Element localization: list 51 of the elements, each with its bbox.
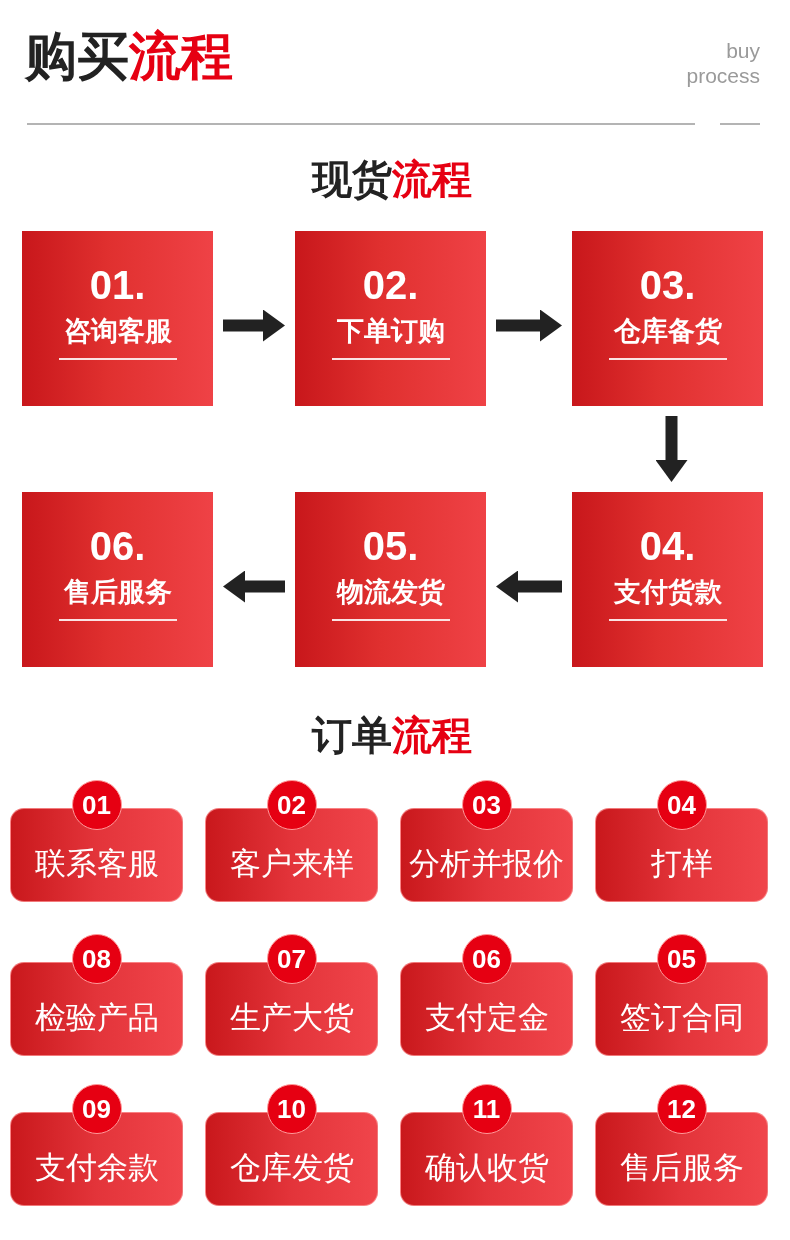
- step-box: [22, 231, 213, 406]
- step-label: 下单订购: [336, 315, 445, 347]
- step-box: [295, 231, 486, 406]
- step-label: 仓库发货: [229, 1150, 354, 1186]
- step-number: 02.: [362, 265, 419, 305]
- step-label: 支付货款: [613, 576, 722, 608]
- step-number-badge: 06: [461, 934, 512, 984]
- step-label: 检验产品: [34, 1000, 159, 1036]
- step-number-badge: 09: [71, 1084, 122, 1134]
- step-number: 06.: [89, 526, 146, 566]
- arrow: [223, 570, 285, 603]
- step-label: 确认收货: [424, 1150, 549, 1186]
- step-label: 物流发货: [336, 576, 445, 608]
- step-label: 售后服务: [619, 1150, 744, 1186]
- step-number-badge: 10: [266, 1084, 317, 1134]
- arrow: [223, 309, 285, 342]
- page-title: 购买流程: [25, 26, 233, 86]
- step-label: 咨询客服: [63, 315, 172, 347]
- step-box: [572, 492, 763, 667]
- step-number-badge: 11: [461, 1084, 512, 1134]
- step-box: [572, 231, 763, 406]
- step-number-badge: 07: [266, 934, 317, 984]
- step-number-badge: 04: [656, 780, 707, 830]
- step-label: 客户来样: [229, 846, 354, 882]
- step-number-badge: 12: [656, 1084, 707, 1134]
- step-number: 03.: [639, 265, 696, 305]
- step-number-badge: 02: [266, 780, 317, 830]
- step-box: [295, 492, 486, 667]
- step-label: 生产大货: [229, 1000, 354, 1036]
- step-number: 04.: [639, 526, 696, 566]
- section-heading: 现货流程: [312, 156, 472, 202]
- arrow: [655, 416, 688, 482]
- step-number-badge: 03: [461, 780, 512, 830]
- subtitle-text: buy process: [685, 38, 760, 88]
- arrow: [496, 309, 562, 342]
- step-number-badge: 05: [656, 934, 707, 984]
- step-box: [22, 492, 213, 667]
- step-number: 01.: [89, 265, 146, 305]
- step-number: 05.: [362, 526, 419, 566]
- step-number-badge: 08: [71, 934, 122, 984]
- step-label: 签订合同: [619, 1000, 744, 1036]
- step-label: 分析并报价: [409, 846, 564, 882]
- arrow: [496, 570, 562, 603]
- step-label: 仓库备货: [613, 315, 722, 347]
- step-label: 支付余款: [34, 1150, 159, 1186]
- step-label: 联系客服: [34, 846, 159, 882]
- step-label: 打样: [650, 846, 713, 882]
- step-label: 支付定金: [424, 1000, 549, 1036]
- step-number-badge: 01: [71, 780, 122, 830]
- section-heading: 订单流程: [312, 712, 472, 758]
- step-label: 售后服务: [63, 576, 172, 608]
